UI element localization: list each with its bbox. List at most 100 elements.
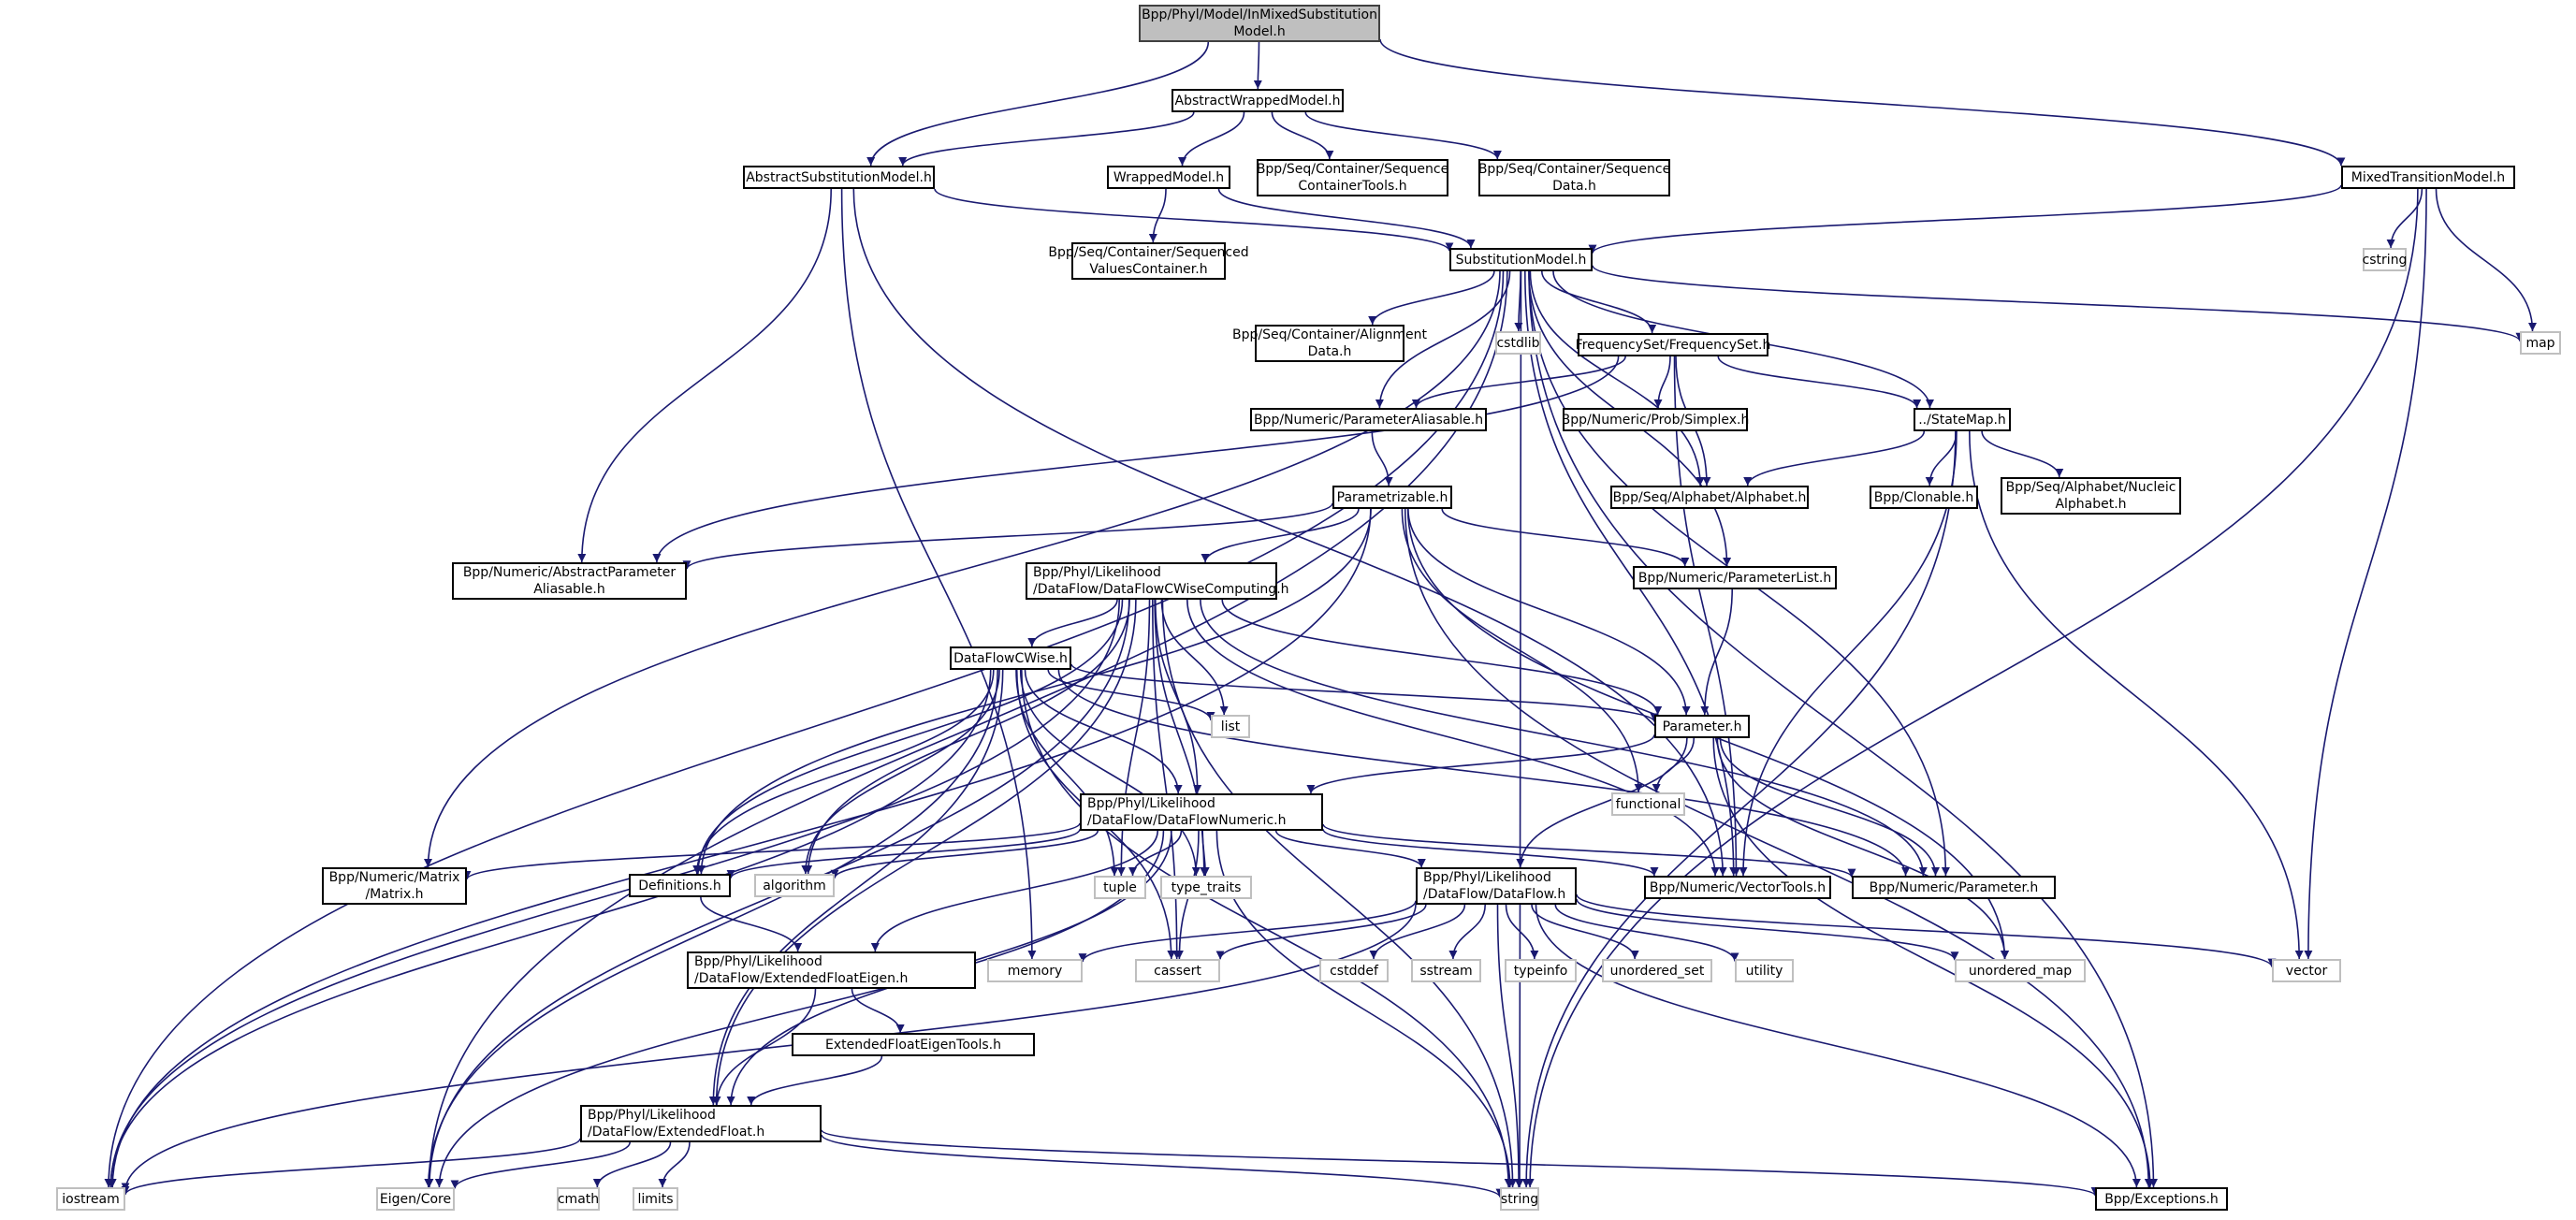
edge-dfn-to-algorithm — [830, 830, 1099, 879]
node-nucleicalphabet[interactable]: Bpp/Seq/Alphabet/Nucleic Alphabet.h — [2001, 477, 2181, 515]
edge-root-to-asm — [866, 41, 1210, 167]
node-vector: vector — [2272, 959, 2341, 982]
node-abstractparameteraliasable[interactable]: Bpp/Numeric/AbstractParameter Aliasable.… — [452, 562, 687, 600]
edge-dfcw-to-eigen — [424, 669, 998, 1188]
node-eigen-core: Eigen/Core — [376, 1187, 455, 1211]
node-matrix[interactable]: Bpp/Numeric/Matrix /Matrix.h — [322, 867, 467, 905]
edge-param-to-dfcwc — [1201, 508, 1360, 563]
edge-ef-to-cmath — [592, 1141, 672, 1188]
node-parameteraliasable[interactable]: Bpp/Numeric/ParameterAliasable.h — [1250, 408, 1487, 431]
edge-asm-to-memory — [840, 188, 1037, 960]
edge-awm-to-wm — [1178, 111, 1245, 167]
edge-fs-to-apal — [652, 356, 1620, 563]
edge-dfcw-to-dfn — [1024, 669, 1183, 794]
node-unordered-map: unordered_map — [1955, 959, 2086, 982]
node-extendedfloat[interactable]: Bpp/Phyl/Likelihood /DataFlow/ExtendedFl… — [580, 1105, 822, 1142]
edge-ef-to-eigen — [450, 1141, 631, 1189]
node-abstractsubstitutionmodel[interactable]: AbstractSubstitutionModel.h — [743, 166, 935, 189]
edge-dfcw-to-parameter — [1070, 663, 1659, 722]
edge-dfcw-to-tuple — [1015, 669, 1119, 877]
node-vectortools[interactable]: Bpp/Numeric/VectorTools.h — [1644, 876, 1831, 899]
node-mixedtransitionmodel[interactable]: MixedTransitionModel.h — [2341, 166, 2515, 189]
edge-dfn-to-defs — [726, 828, 1081, 879]
node-sstream: sstream — [1411, 959, 1481, 982]
edge-statemap-to-vtools — [1739, 430, 1957, 877]
edge-dfcw-to-algorithm — [801, 669, 1000, 875]
edge-dfcwc-to-list — [1160, 599, 1229, 716]
node-definitions[interactable]: Definitions.h — [629, 874, 731, 897]
edge-dfcwc-to-type_traits — [1154, 599, 1209, 877]
node-utility: utility — [1735, 959, 1794, 982]
edge-sm-to-fs — [1541, 270, 1657, 334]
node-sequencedata[interactable]: Bpp/Seq/Container/Sequence Data.h — [1478, 159, 1670, 196]
edge-df-to-typeinfo — [1505, 904, 1539, 960]
node-alphabet[interactable]: Bpp/Seq/Alphabet/Alphabet.h — [1610, 486, 1809, 509]
node-extendedfloateigen[interactable]: Bpp/Phyl/Likelihood /DataFlow/ExtendedFl… — [687, 951, 976, 989]
edge-df-to-memory — [1078, 900, 1417, 963]
node-sequencecontainertools[interactable]: Bpp/Seq/Container/Sequence ContainerTool… — [1257, 159, 1448, 196]
edge-dfcw-to-iostream — [106, 669, 992, 1188]
edge-pal-to-param — [1371, 430, 1393, 487]
edge-param-to-exceptions — [1404, 508, 2153, 1188]
edge-dfcwc-to-dfn — [1155, 599, 1202, 794]
edge-dfcwc-to-vtools — [1186, 599, 1720, 877]
edge-dfn-to-type_traits — [1201, 830, 1210, 877]
edge-dfcwc-to-parameter — [1221, 599, 1663, 716]
node-dataflow[interactable]: Bpp/Phyl/Likelihood /DataFlow/DataFlow.h — [1416, 867, 1577, 905]
edge-ef-to-iostream — [121, 1138, 581, 1196]
node-dataflownumeric[interactable]: Bpp/Phyl/Likelihood /DataFlow/DataFlowNu… — [1080, 793, 1323, 831]
node-cstdlib: cstdlib — [1495, 331, 1541, 355]
node-substitutionmodel[interactable]: SubstitutionModel.h — [1449, 248, 1593, 271]
edge-asm-to-apal — [577, 188, 832, 563]
edge-dfcw-to-nparam — [1057, 669, 1911, 877]
edge-asm-to-vtools — [852, 188, 1727, 877]
edge-dfcwc-to-tuple — [1116, 599, 1151, 877]
node-alignmentdata[interactable]: Bpp/Seq/Container/Alignment Data.h — [1232, 325, 1427, 362]
edge-awm-to-sd — [1304, 111, 1502, 160]
node-parameterlist[interactable]: Bpp/Numeric/ParameterList.h — [1633, 566, 1837, 589]
node-cstring: cstring — [2363, 248, 2407, 271]
edge-mtm-to-vector — [2304, 188, 2427, 960]
node-tuple: tuple — [1094, 876, 1146, 899]
node-unordered-set: unordered_set — [1602, 959, 1712, 982]
node-clonable[interactable]: Bpp/Clonable.h — [1870, 486, 1978, 509]
edge-fs-to-statemap — [1717, 356, 1922, 409]
node-frequencyset[interactable]: FrequencySet/FrequencySet.h — [1576, 333, 1770, 356]
node-wrappedmodel[interactable]: WrappedModel.h — [1107, 166, 1230, 189]
edge-dfn-to-df — [1274, 830, 1426, 868]
edge-awm-to-sct — [1271, 111, 1334, 160]
edge-dfcw-to-string — [1021, 669, 1513, 1188]
node-list: list — [1211, 715, 1250, 738]
edge-df-to-exceptions — [1535, 904, 2141, 1188]
node-dataflowcwisecomputing[interactable]: Bpp/Phyl/Likelihood /DataFlow/DataFlowCW… — [1026, 562, 1289, 600]
edge-parameter-to-dfn — [1306, 733, 1655, 794]
edge-parameter-to-df — [1516, 737, 1688, 868]
edge-param-to-iostream — [108, 508, 1372, 1188]
edge-plist-to-parameter — [1700, 588, 1733, 716]
node-algorithm: algorithm — [754, 874, 835, 897]
edge-dfcwc-to-defs — [693, 599, 1124, 875]
node-dataflowcwise[interactable]: DataFlowCWise.h — [950, 646, 1071, 670]
node-root-inmixedsubstitutionmodel[interactable]: Bpp/Phyl/Model/InMixedSubstitution Model… — [1139, 5, 1380, 42]
edge-root-to-mtm — [1379, 38, 2346, 167]
edge-sm-to-pal — [1375, 270, 1511, 409]
edge-wm-to-svc — [1148, 188, 1167, 243]
edge-param-to-plist — [1441, 508, 1690, 567]
edge-defs-to-efe — [700, 896, 803, 952]
node-simplex[interactable]: Bpp/Numeric/Prob/Simplex.h — [1562, 408, 1749, 431]
edge-sm-to-exceptions — [1528, 270, 2158, 1188]
node-exceptions[interactable]: Bpp/Exceptions.h — [2095, 1187, 2228, 1211]
node-statemap[interactable]: ../StateMap.h — [1914, 408, 2011, 431]
node-extendedfloateigentools[interactable]: ExtendedFloatEigenTools.h — [792, 1033, 1035, 1056]
node-limits: limits — [633, 1187, 678, 1211]
edge-df-to-cassert — [1215, 904, 1427, 960]
node-sequencedvaluescontainer[interactable]: Bpp/Seq/Container/Sequenced ValuesContai… — [1048, 242, 1249, 280]
edge-df-to-cstddef — [1369, 904, 1466, 960]
node-numeric-parameter[interactable]: Bpp/Numeric/Parameter.h — [1852, 876, 2056, 899]
edge-efe-to-efet — [851, 988, 905, 1034]
edge-mtm-to-cstring — [2386, 188, 2423, 249]
node-parameter[interactable]: Parameter.h — [1654, 715, 1750, 738]
edge-efe-to-ef — [712, 988, 817, 1106]
node-abstractwrappedmodel[interactable]: AbstractWrappedModel.h — [1172, 89, 1344, 112]
node-parametrizable[interactable]: Parametrizable.h — [1332, 486, 1452, 509]
